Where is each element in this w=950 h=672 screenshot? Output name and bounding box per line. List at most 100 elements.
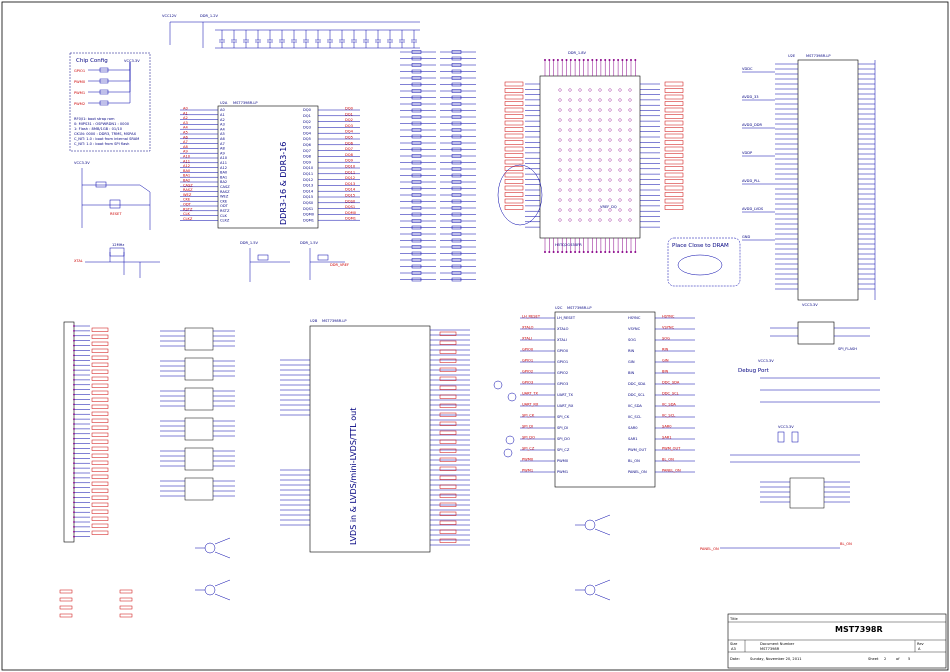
u2a-part: MST7398R-LP: [233, 101, 258, 105]
u2a-net: BA1: [183, 174, 190, 178]
u2e-left-pins: [775, 63, 798, 290]
resistor: [411, 108, 422, 113]
pin-dot: [617, 251, 620, 253]
u2a-pin: DQ0: [303, 108, 312, 112]
ball: [618, 98, 622, 102]
ball: [618, 208, 622, 212]
resistor: [451, 56, 462, 61]
ball: [608, 148, 612, 152]
net-flag: [439, 502, 457, 507]
resistor: [411, 141, 422, 145]
resistor: [411, 251, 422, 256]
transistor: [584, 519, 596, 531]
u2c-io-chip: U2C MST7398R-LP LH_RESETLH_RESETXTALOXTA…: [520, 306, 695, 488]
resistor: [451, 206, 462, 210]
u2c-net: SOG: [662, 337, 670, 341]
u2a-net: A4: [183, 126, 188, 130]
ic-body: [789, 477, 825, 509]
pin-dot: [73, 413, 75, 416]
ball: [558, 138, 562, 142]
u2a-pin: A3: [220, 123, 225, 127]
u2a-pin: DQ3: [303, 126, 311, 130]
ball: [568, 178, 572, 182]
ball: [608, 98, 612, 102]
resistor: [411, 245, 422, 249]
resistor: [411, 76, 422, 80]
ddr-right-pins: [558, 83, 660, 228]
pin-dot: [73, 398, 75, 401]
ball: [558, 188, 562, 192]
pin-dot: [73, 530, 75, 533]
resistor: [411, 69, 422, 74]
u2b-lvds-chip: U2B MST7398R-LP LVDS in & LVDS/mini-LVDS…: [280, 319, 470, 553]
ball: [588, 138, 592, 142]
net-flag: [504, 140, 524, 145]
net-flag: [664, 107, 684, 113]
pin-dot: [73, 467, 75, 469]
net-flag: [59, 589, 73, 594]
net-flag: [91, 355, 109, 360]
pin-dot: [552, 251, 555, 253]
net-flag: [664, 179, 684, 184]
u2c-net: RIN: [662, 348, 669, 352]
resistor: [411, 160, 422, 165]
pin-dot: [73, 472, 75, 474]
resistor: [411, 258, 422, 262]
pin-dot: [574, 251, 577, 253]
pin-dot: [556, 59, 559, 61]
pin-dot: [569, 251, 572, 253]
pin-dot: [608, 59, 611, 61]
ic-body: [184, 327, 214, 351]
net-flag: [91, 376, 109, 381]
net-flag: [664, 153, 684, 158]
pin-dot: [604, 251, 607, 253]
net-flag: [504, 120, 524, 126]
u2a-net: BA2: [183, 179, 190, 183]
panel-connector-nets: [91, 327, 109, 535]
pin-dot: [565, 59, 568, 61]
ball: [578, 118, 582, 122]
ddr-vref-circuit: DDR_1.5V DDR_1.5V DDR_VREF: [240, 241, 349, 282]
wire: [594, 514, 611, 522]
u2c-pin: DDC_SDA: [628, 382, 646, 386]
resistor: [99, 78, 109, 84]
pin-dot: [73, 432, 75, 435]
u2a-net: DQ15: [345, 194, 355, 198]
u2c-net: UART_RX: [522, 403, 539, 407]
u2c-pin: SPI_CK: [557, 415, 570, 419]
u2e-right-pins: [858, 63, 875, 290]
u2c-net: VSYNC: [662, 326, 675, 330]
ball: [558, 88, 562, 92]
ball: [578, 188, 582, 192]
supply-label: AVDD_PLL: [742, 179, 760, 183]
chip-config-note: CK1N: 0000 : DDR3, TRMS, MSPAX: [74, 132, 137, 136]
decoupling-cap-array: [219, 30, 417, 48]
u2a-pin: RSTZ: [220, 209, 230, 213]
u2a-net: CLK: [183, 212, 191, 216]
net-flag: [664, 120, 684, 126]
ball: [608, 168, 612, 172]
u2a-net: DQ14: [345, 188, 356, 192]
net-flag: [439, 520, 457, 525]
reset-net-label: RESET: [110, 212, 122, 216]
xtal-circuit: XTAL 12MHz: [74, 243, 160, 278]
u2c-net: PWM_OUT: [662, 447, 681, 451]
pin-dot: [73, 526, 75, 528]
net-flag: [439, 439, 457, 444]
pin-dot: [73, 477, 75, 479]
resistor: [411, 89, 422, 93]
u2a-pin: A12: [220, 166, 227, 170]
u2a-pin: A7: [220, 142, 225, 146]
ball: [588, 178, 592, 182]
pin-dot: [582, 59, 585, 61]
net-flag: [439, 340, 457, 345]
ic-body: [184, 417, 214, 441]
net-flag: [59, 605, 73, 610]
ball: [598, 218, 602, 222]
resistor: [451, 82, 462, 87]
resistor: [451, 271, 462, 275]
u2c-ref: U2C: [555, 306, 563, 310]
resistor: [451, 219, 462, 223]
ball: [628, 158, 632, 162]
lvds-buffer-stack: [160, 327, 235, 501]
